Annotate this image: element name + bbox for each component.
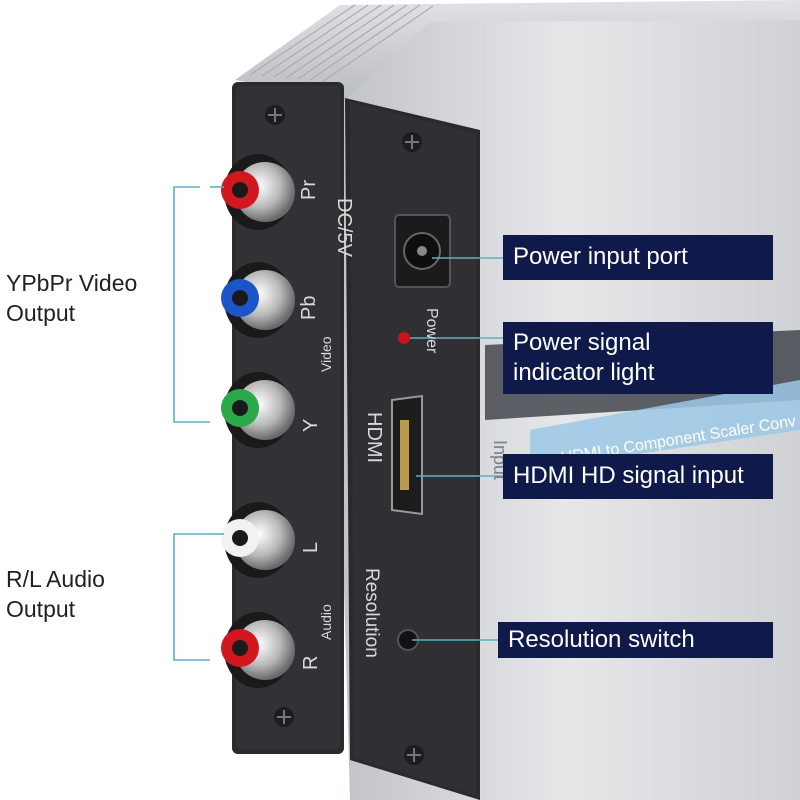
- callout-power-indicator: Power signal indicator light: [503, 322, 773, 394]
- label-pr: Pr: [298, 180, 320, 200]
- label-power: Power: [423, 308, 440, 354]
- screw-icon: [265, 105, 424, 765]
- label-audio: Audio: [318, 604, 334, 640]
- bracket-lines: [173, 186, 224, 661]
- rca-jack-r: [221, 612, 295, 688]
- label-r: R: [300, 655, 322, 670]
- hdmi-port: [391, 394, 423, 516]
- label-rl-audio-output: R/L Audio Output: [6, 566, 105, 622]
- label-resolution: Resolution: [361, 568, 382, 658]
- callout-power-input-port: Power input port: [503, 235, 773, 280]
- label-y: Y: [300, 418, 322, 432]
- label-video: Video: [318, 336, 334, 372]
- callout-hdmi-input: HDMI HD signal input: [503, 454, 773, 499]
- leader-lines: [410, 257, 503, 641]
- rca-jack-l: [221, 502, 295, 578]
- callout-resolution-switch: Resolution switch: [498, 622, 773, 658]
- rca-jack-y: [221, 372, 295, 448]
- label-pb: Pb: [298, 295, 320, 320]
- label-hdmi: HDMI: [363, 412, 385, 464]
- rca-jack-pb: [221, 262, 295, 338]
- label-ypbpr-video-output: YPbPr Video Output: [6, 270, 138, 326]
- dc-power-jack: [394, 214, 451, 288]
- rca-jack-pr: [221, 154, 295, 230]
- label-l: L: [300, 541, 322, 553]
- label-dc5v: DC/5V: [333, 198, 355, 257]
- power-led: [398, 332, 410, 344]
